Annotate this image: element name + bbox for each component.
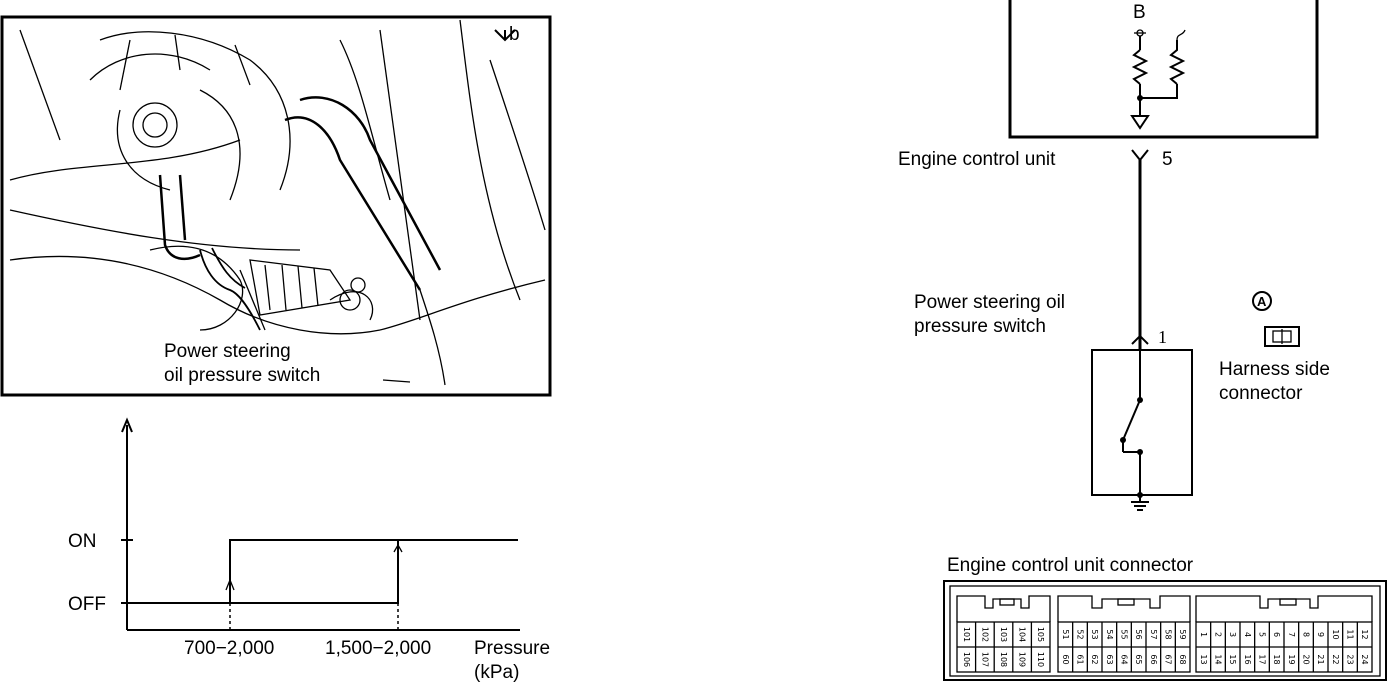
connector-pin-10: 10 bbox=[1331, 629, 1340, 639]
connector-pin-107: 107 bbox=[980, 652, 989, 667]
switch-label-line1: Power steering oil bbox=[914, 292, 1065, 313]
connector-pin-6: 6 bbox=[1272, 632, 1281, 637]
x-tick-label-1: 700−2,000 bbox=[184, 638, 274, 659]
connector-a-icon bbox=[1264, 326, 1300, 347]
x-axis-unit: (kPa) bbox=[474, 662, 519, 682]
connector-pin-68: 68 bbox=[1178, 654, 1187, 664]
switch-characteristic-chart: ON OFF 700−2,000 1,500−2,000 Pressure (k… bbox=[68, 417, 550, 682]
group3-shroud bbox=[1195, 595, 1373, 622]
switch-leader-line bbox=[239, 269, 266, 331]
connector-a-letter: A bbox=[1257, 294, 1267, 309]
connector-pin-56: 56 bbox=[1134, 629, 1143, 639]
switch-label-line2: pressure switch bbox=[914, 316, 1046, 337]
connector-pin-51: 51 bbox=[1061, 629, 1070, 639]
connector-pin-13: 13 bbox=[1199, 654, 1208, 664]
connector-pin-14: 14 bbox=[1214, 654, 1223, 664]
connector-pin-5: 5 bbox=[1258, 632, 1267, 637]
switch-body bbox=[1091, 349, 1193, 496]
connector-pin-65: 65 bbox=[1134, 654, 1143, 664]
connector-pin-12: 12 bbox=[1360, 629, 1369, 639]
connector-pin-16: 16 bbox=[1243, 654, 1252, 664]
off-label: OFF bbox=[68, 594, 106, 615]
connector-pin-110: 110 bbox=[1036, 652, 1045, 667]
connector-pin-54: 54 bbox=[1105, 629, 1114, 639]
connector-pin-18: 18 bbox=[1272, 654, 1281, 664]
connector-pin-3: 3 bbox=[1228, 632, 1237, 637]
connector-pin-61: 61 bbox=[1076, 654, 1085, 664]
connector-pin-8: 8 bbox=[1302, 632, 1311, 637]
connector-pin-60: 60 bbox=[1061, 654, 1070, 664]
component-photo: b Power steering oil pressure switch bbox=[0, 15, 552, 397]
connector-pin-102: 102 bbox=[980, 627, 989, 642]
ecu-terminal-symbol bbox=[1131, 149, 1149, 162]
engine-sketch bbox=[9, 19, 546, 386]
connector-pin-21: 21 bbox=[1316, 654, 1325, 664]
connector-pin-101: 101 bbox=[962, 627, 971, 642]
connector-pin-7: 7 bbox=[1287, 632, 1296, 637]
connector-pin-57: 57 bbox=[1149, 629, 1158, 639]
switch-terminal-number: 1 bbox=[1158, 327, 1167, 347]
connector-pin-9: 9 bbox=[1316, 632, 1325, 637]
connector-pin-67: 67 bbox=[1164, 654, 1173, 664]
switching-curve-rising bbox=[127, 539, 518, 604]
terminal-b-label: B bbox=[1133, 2, 1146, 23]
ecu-terminal-number: 5 bbox=[1162, 149, 1173, 170]
ecu-label: Engine control unit bbox=[898, 149, 1056, 170]
connector-pin-15: 15 bbox=[1228, 654, 1237, 664]
photo-switch-label-line1: Power steering bbox=[164, 341, 291, 362]
connector-pin-17: 17 bbox=[1258, 654, 1267, 664]
switching-curve-falling bbox=[230, 540, 399, 604]
photo-switch-label-line2: oil pressure switch bbox=[164, 365, 320, 386]
switch-terminal-symbol bbox=[1131, 334, 1149, 345]
connector-pin-104: 104 bbox=[1018, 627, 1027, 642]
connector-pin-58: 58 bbox=[1164, 629, 1173, 639]
connector-pin-66: 66 bbox=[1149, 654, 1158, 664]
connector-pin-52: 52 bbox=[1076, 629, 1085, 639]
connector-pin-63: 63 bbox=[1105, 654, 1114, 664]
connector-pin-2: 2 bbox=[1214, 632, 1223, 637]
connector-pin-106: 106 bbox=[962, 652, 971, 667]
connector-pin-11: 11 bbox=[1346, 629, 1355, 639]
group1-pins: 101 102 103 104 105 106 107 108 109 110 bbox=[962, 622, 1045, 672]
connector-pin-105: 105 bbox=[1036, 627, 1045, 642]
connector-pin-59: 59 bbox=[1178, 629, 1187, 639]
ecu-box bbox=[1008, 0, 1319, 139]
input-resistor bbox=[1168, 40, 1186, 85]
connector-pin-19: 19 bbox=[1287, 654, 1296, 664]
connector-pin-55: 55 bbox=[1120, 629, 1129, 639]
group1-shroud bbox=[956, 595, 1051, 622]
harness-label-line2: connector bbox=[1219, 383, 1303, 404]
connector-pin-108: 108 bbox=[999, 652, 1008, 667]
connector-pin-103: 103 bbox=[999, 627, 1008, 642]
connector-pin-53: 53 bbox=[1090, 629, 1099, 639]
connector-pin-22: 22 bbox=[1331, 654, 1340, 664]
ecu-input-triangle bbox=[1130, 115, 1150, 130]
y-axis-arrow bbox=[121, 417, 133, 433]
group2-pins: 51 52 53 54 55 56 57 58 59 60 61 62 63 64 65 66 67 68 bbox=[1061, 622, 1187, 672]
x-axis-label: Pressure bbox=[474, 638, 550, 659]
photo-frame bbox=[0, 15, 552, 397]
harness-label-line1: Harness side bbox=[1219, 359, 1330, 380]
ecu-connector-title: Engine control unit connector bbox=[947, 555, 1194, 576]
connector-a-circle bbox=[1252, 291, 1272, 311]
ecu-connector-outline bbox=[943, 580, 1387, 681]
switch-contact bbox=[1122, 399, 1141, 441]
photo-corner-mark: b bbox=[509, 24, 520, 45]
circuit-diagram: B Engine control unit 5 Power steering o… bbox=[898, 0, 1330, 511]
connector-pin-1: 1 bbox=[1199, 632, 1208, 637]
x-tick-label-2: 1,500−2,000 bbox=[325, 638, 431, 659]
on-label: ON bbox=[68, 531, 97, 552]
connector-pin-4: 4 bbox=[1243, 632, 1252, 637]
connector-pin-64: 64 bbox=[1120, 654, 1129, 664]
connector-pin-62: 62 bbox=[1090, 654, 1099, 664]
pullup-resistor bbox=[1131, 49, 1149, 85]
connector-pin-24: 24 bbox=[1360, 654, 1369, 664]
connector-pin-20: 20 bbox=[1302, 654, 1311, 664]
connector-pin-23: 23 bbox=[1346, 654, 1355, 664]
group2-shroud bbox=[1057, 595, 1191, 622]
connector-pin-109: 109 bbox=[1018, 652, 1027, 667]
